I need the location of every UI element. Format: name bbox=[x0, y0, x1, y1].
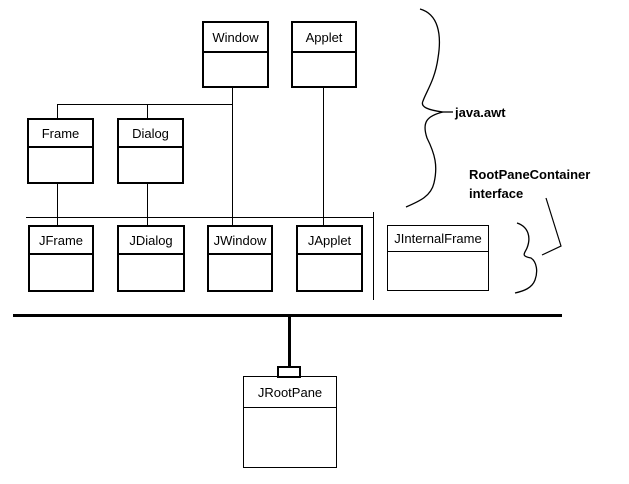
class-box-jwindow-label: JWindow bbox=[209, 227, 271, 255]
class-box-applet: Applet bbox=[291, 21, 357, 88]
class-box-jframe: JFrame bbox=[28, 225, 94, 292]
containment-bar bbox=[13, 314, 562, 317]
rootpanecontainer-label: RootPaneContainer bbox=[469, 167, 591, 182]
class-box-dialog: Dialog bbox=[117, 118, 184, 184]
class-box-applet-label: Applet bbox=[293, 23, 355, 53]
interface-pointer-line bbox=[541, 197, 562, 256]
class-box-frame-label: Frame bbox=[29, 120, 92, 148]
class-box-jinternalframe-label: JInternalFrame bbox=[388, 226, 488, 252]
class-box-japplet: JApplet bbox=[296, 225, 363, 292]
class-box-jrootpane-label: JRootPane bbox=[244, 377, 336, 408]
class-box-jinternalframe: JInternalFrame bbox=[387, 225, 489, 291]
class-box-dialog-label: Dialog bbox=[119, 120, 182, 148]
frame-to-jframe-line bbox=[57, 184, 58, 225]
jrootpane-plug-connector bbox=[277, 366, 301, 378]
java-awt-label: java.awt bbox=[455, 105, 506, 120]
class-box-jdialog: JDialog bbox=[117, 225, 185, 292]
package-separator-horizontal-line bbox=[26, 217, 373, 218]
class-box-window: Window bbox=[202, 21, 269, 88]
frame-parent-stub-line bbox=[57, 104, 58, 118]
dialog-to-jdialog-line bbox=[147, 184, 148, 225]
interface-label: interface bbox=[469, 186, 524, 201]
java-awt-brace bbox=[405, 8, 444, 208]
class-box-jdialog-label: JDialog bbox=[119, 227, 183, 255]
class-box-frame: Frame bbox=[27, 118, 94, 184]
internalframe-separator-vertical-line bbox=[373, 212, 374, 300]
class-box-window-label: Window bbox=[204, 23, 267, 53]
rootpanecontainer-annotation: RootPaneContainer interface bbox=[469, 165, 590, 203]
applet-to-japplet-line bbox=[323, 88, 324, 225]
rootpanecontainer-brace bbox=[514, 222, 538, 294]
containment-vertical-line bbox=[288, 317, 291, 366]
class-box-jframe-label: JFrame bbox=[30, 227, 92, 255]
class-box-jwindow: JWindow bbox=[207, 225, 273, 292]
window-to-jwindow-line bbox=[232, 88, 233, 225]
class-box-jrootpane: JRootPane bbox=[243, 376, 337, 468]
class-box-japplet-label: JApplet bbox=[298, 227, 361, 255]
awt-children-horizontal-line bbox=[57, 104, 233, 105]
dialog-parent-stub-line bbox=[147, 104, 148, 118]
